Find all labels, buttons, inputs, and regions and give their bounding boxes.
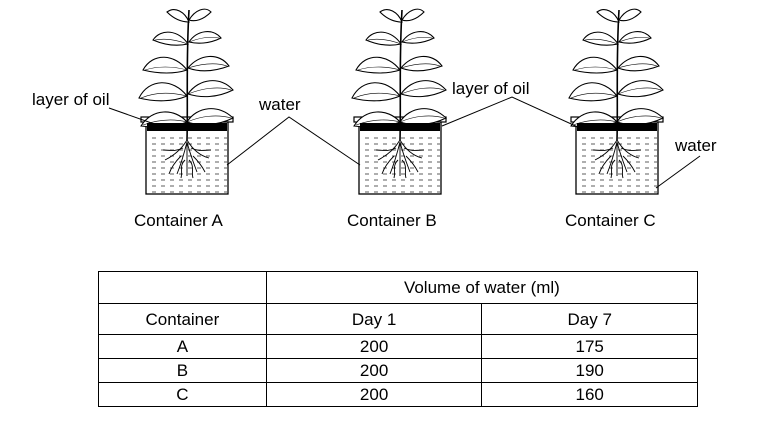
cell-day7: 160 [481, 382, 698, 407]
container-c-oil-layer [577, 123, 657, 131]
label-water-c: water [675, 136, 717, 155]
column-header-container: Container [98, 303, 267, 335]
container-a-oil-layer [147, 123, 227, 131]
cell-day7: 175 [481, 334, 698, 359]
water-volume-table: Volume of water (ml) Container Day 1 Day… [98, 271, 699, 407]
container-c-label: Container C [565, 211, 656, 230]
cell-day1: 200 [265, 382, 483, 407]
table-column-header-row: Container Day 1 Day 7 [98, 303, 698, 335]
leader-oil-a [108, 107, 161, 127]
table-corner-cell [98, 271, 267, 304]
leader-oil-bc [441, 96, 581, 129]
cell-container: C [98, 382, 267, 407]
container-b-label: Container B [347, 211, 437, 230]
cell-container: A [98, 334, 267, 359]
table-group-header: Volume of water (ml) [265, 271, 699, 304]
experiment-diagram [108, 8, 701, 195]
label-layer-of-oil-a: layer of oil [32, 90, 110, 109]
leader-water-c [655, 155, 701, 189]
column-header-day1: Day 1 [265, 303, 483, 335]
cell-day1: 200 [265, 358, 483, 383]
cell-container: B [98, 358, 267, 383]
table-row: A 200 175 [98, 334, 698, 359]
table-row: B 200 190 [98, 358, 698, 383]
label-layer-of-oil-bc: layer of oil [452, 79, 530, 98]
column-header-day7: Day 7 [481, 303, 698, 335]
container-a-label: Container A [134, 211, 223, 230]
cell-day7: 190 [481, 358, 698, 383]
leader-water-ab [226, 116, 361, 166]
container-b-oil-layer [360, 123, 440, 131]
cell-day1: 200 [265, 334, 483, 359]
label-water-ab: water [259, 95, 301, 114]
table-row: C 200 160 [98, 382, 698, 407]
table-group-header-row: Volume of water (ml) [98, 271, 699, 304]
